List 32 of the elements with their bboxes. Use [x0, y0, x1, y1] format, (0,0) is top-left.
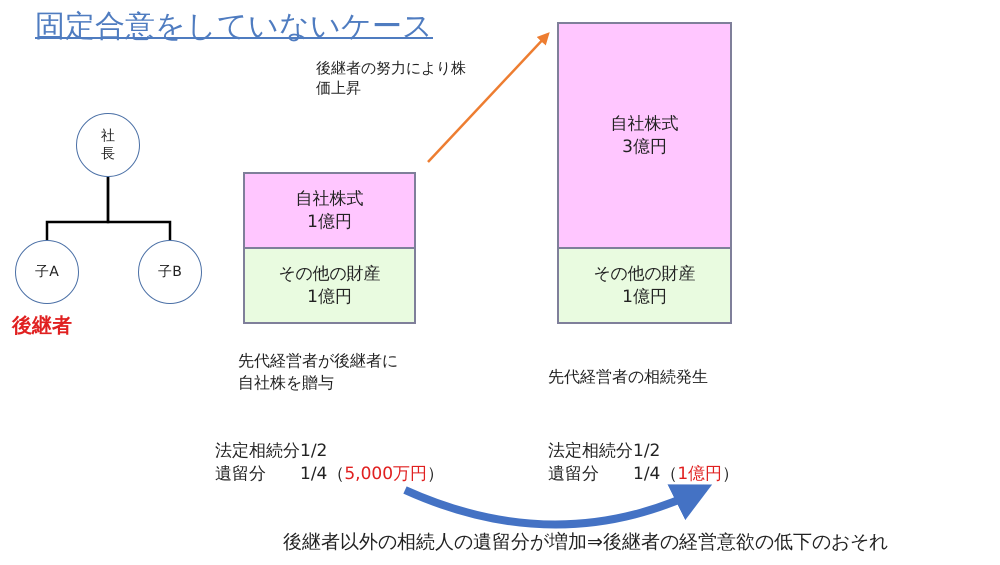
- reserved-share-text: ）: [427, 464, 444, 484]
- statutory-share-text: 法定相続分1/2: [548, 441, 660, 461]
- asset-bar-segment: [557, 247, 732, 324]
- caption-text: 先代経営者の相続発生: [548, 366, 709, 388]
- reserved-share-text: ）: [722, 464, 740, 484]
- page-title: 固定合意をしていないケース: [35, 8, 433, 46]
- amount-text: 5,000万円: [344, 464, 428, 484]
- asset-bar-segment: [243, 247, 416, 324]
- asset-name: その他の財産: [278, 263, 380, 286]
- amount-text: 1億円: [677, 464, 722, 484]
- reserved-share-text: 遺留分 1/4（: [215, 464, 344, 484]
- caption-text: 先代経営者が後継者に自社株を贈与: [238, 350, 399, 394]
- asset-name: 自社株式: [296, 188, 364, 210]
- asset-value: 1億円: [307, 286, 352, 308]
- statutory-share-text: 法定相続分1/2: [215, 441, 328, 461]
- stock-bar-segment: [557, 22, 732, 249]
- arrow: [427, 32, 550, 163]
- edge-label: 後継者以外の相続人の遺留分が増加⇒後継者の経営意欲の低下のおそれ: [283, 530, 888, 555]
- person-name: 子A: [35, 263, 59, 281]
- edge-label: 後継者の努力により株価上昇: [316, 58, 467, 98]
- asset-value: 1億円: [307, 210, 352, 233]
- connector-line: [106, 177, 172, 240]
- asset-value: 1億円: [622, 286, 667, 308]
- asset-name: 自社株式: [610, 113, 678, 136]
- asset-name: その他の財産: [594, 263, 696, 286]
- reserved-share-text: 遺留分 1/4（: [548, 464, 678, 484]
- stock-bar-segment: [243, 172, 416, 249]
- arrow: [403, 483, 712, 528]
- person-name: 社長: [100, 126, 116, 164]
- asset-value: 3億円: [622, 136, 667, 158]
- person-name: 子B: [158, 263, 182, 281]
- successor-label: 後継者: [12, 312, 72, 339]
